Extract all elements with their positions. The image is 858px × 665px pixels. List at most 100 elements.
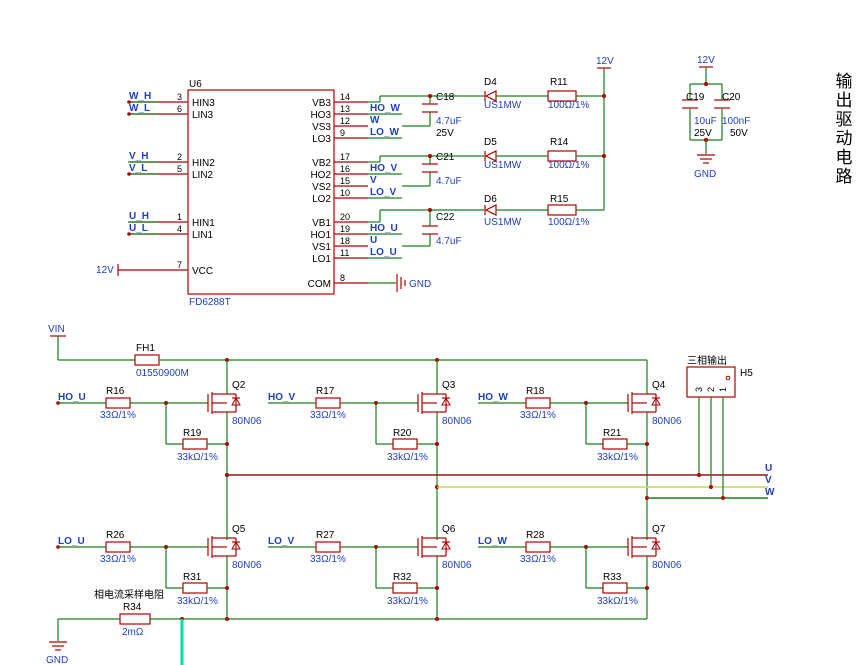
svg-text:33Ω/1%: 33Ω/1% [520, 554, 556, 565]
c20-value: 100nF [722, 116, 750, 127]
svg-text:33Ω/1%: 33Ω/1% [100, 554, 136, 565]
net-label-vcc: 12V [96, 265, 114, 276]
svg-text:HO_W: HO_W [478, 392, 509, 403]
shunt-label: 相电流采样电阻 [94, 588, 164, 601]
svg-text:R16: R16 [106, 386, 125, 397]
pin-name: LO1 [312, 254, 331, 265]
c19-voltage: 25V [694, 128, 712, 139]
mosfet-q2: Q2 80N06 [207, 380, 262, 427]
svg-text:80N06: 80N06 [232, 560, 262, 571]
phase-buses: U V W 三相输出 H5 3 2 1 [227, 354, 775, 500]
net-label-v: V [370, 175, 377, 186]
pin-num: 11 [340, 248, 349, 258]
fuse-value: 01550900M [136, 368, 189, 379]
svg-text:33kΩ/1%: 33kΩ/1% [597, 452, 638, 463]
net-label-u-h: U_H [129, 211, 149, 222]
pin-name: LO2 [312, 194, 331, 205]
net-label-w-h: W_H [129, 91, 151, 102]
pin-name: HIN1 [192, 218, 215, 229]
svg-text:US1MW: US1MW [484, 160, 522, 171]
svg-text:Q6: Q6 [442, 524, 456, 535]
svg-text:80N06: 80N06 [442, 560, 472, 571]
svg-text:C18: C18 [436, 92, 455, 103]
supply-decoupling: 12V GND C19 10uF 25V C20 100nF 50V [682, 55, 750, 180]
svg-text:D5: D5 [484, 137, 497, 148]
pin-num: 6 [177, 104, 182, 114]
svg-text:R26: R26 [106, 530, 125, 541]
ic-value: FD6288T [189, 297, 231, 308]
net-label-gnd-supply: GND [694, 169, 716, 180]
net-label-ho-w: HO_W [370, 103, 401, 114]
svg-text:Q4: Q4 [652, 380, 666, 391]
svg-text:US1MW: US1MW [484, 100, 522, 111]
svg-text:4.7uF: 4.7uF [436, 176, 462, 187]
mosfet-q6: Q6 80N06 [417, 524, 472, 571]
net-label-u-l: U_L [129, 223, 148, 234]
svg-text:HO_V: HO_V [268, 392, 296, 403]
svg-text:LO_U: LO_U [58, 536, 85, 547]
pin-num: 18 [340, 236, 350, 246]
current-shunt: 相电流采样电阻 R34 2mΩ GND [46, 588, 647, 665]
svg-text:C21: C21 [436, 152, 455, 163]
resistor-r14: R14 100Ω/1% [547, 137, 604, 171]
svg-text:R17: R17 [316, 386, 335, 397]
c20-ref: C20 [722, 92, 741, 103]
pin-num: 4 [177, 224, 182, 234]
pin-num: 14 [340, 92, 350, 102]
svg-text:33Ω/1%: 33Ω/1% [100, 410, 136, 421]
svg-text:33kΩ/1%: 33kΩ/1% [387, 596, 428, 607]
svg-text:Q5: Q5 [232, 524, 246, 535]
pin-name: HO2 [310, 170, 331, 181]
capacitor-c18: C18 4.7uF 25V [422, 92, 462, 139]
svg-text:100Ω/1%: 100Ω/1% [548, 160, 590, 171]
low-side-u: LO_U R26 33Ω/1% R31 33kΩ/1% [56, 524, 262, 619]
svg-text:80N06: 80N06 [652, 560, 682, 571]
schematic-title: 输出驱动电路 [833, 72, 853, 186]
net-label-vin: VIN [48, 324, 65, 335]
pin-num: 9 [340, 128, 345, 138]
net-label-w: W [370, 115, 380, 126]
power-input: VIN FH1 01550900M [48, 324, 647, 379]
mosfet-q5: Q5 80N06 [207, 524, 262, 571]
svg-text:Q3: Q3 [442, 380, 456, 391]
connector-h5: 三相输出 H5 3 2 1 [686, 354, 753, 500]
pin-num: 10 [340, 188, 350, 198]
pin-name: VS2 [312, 182, 331, 193]
resistor-r11: R11 100Ω/1% [547, 77, 604, 111]
svg-text:US1MW: US1MW [484, 217, 522, 228]
net-label-bus-v: V [765, 475, 772, 486]
high-side-bridge: HO_U R16 33Ω/1% R19 33kΩ/1% [56, 360, 682, 540]
c19-value: 10uF [694, 116, 717, 127]
pin-num: 3 [177, 92, 182, 102]
pin-num: 20 [340, 212, 350, 222]
svg-text:80N06: 80N06 [652, 416, 682, 427]
pin-name: LIN2 [192, 170, 214, 181]
svg-text:100Ω/1%: 100Ω/1% [548, 217, 590, 228]
net-label-lo-w: LO_W [370, 127, 399, 138]
svg-text:33Ω/1%: 33Ω/1% [310, 554, 346, 565]
net-label-12v: 12V [596, 56, 614, 67]
c20-voltage: 50V [730, 128, 748, 139]
svg-text:R21: R21 [603, 428, 622, 439]
svg-text:HO_U: HO_U [58, 392, 86, 403]
pin-name: VB3 [312, 98, 331, 109]
low-side-w: LO_W R28 33Ω/1% R33 33kΩ/1% [478, 524, 682, 619]
low-side-v: LO_V R27 33Ω/1% R32 33kΩ/1% [268, 524, 472, 619]
pin-num: 13 [340, 104, 350, 114]
pin-name: LO3 [312, 134, 331, 145]
svg-text:LO_V: LO_V [268, 536, 294, 547]
svg-text:LO_W: LO_W [478, 536, 507, 547]
pin-name: VB2 [312, 158, 331, 169]
shunt-value: 2mΩ [122, 627, 144, 638]
diode-d6: D6 US1MW [484, 194, 548, 228]
svg-text:R27: R27 [316, 530, 335, 541]
net-label-u: U [370, 235, 377, 246]
svg-text:100Ω/1%: 100Ω/1% [548, 100, 590, 111]
high-side-u: HO_U R16 33Ω/1% R19 33kΩ/1% [56, 360, 262, 540]
pin-name: HO1 [310, 230, 331, 241]
fuse-fh1 [134, 354, 160, 366]
svg-text:33Ω/1%: 33Ω/1% [520, 410, 556, 421]
pin-num: 19 [340, 224, 350, 234]
shunt-ref: R34 [123, 602, 142, 613]
